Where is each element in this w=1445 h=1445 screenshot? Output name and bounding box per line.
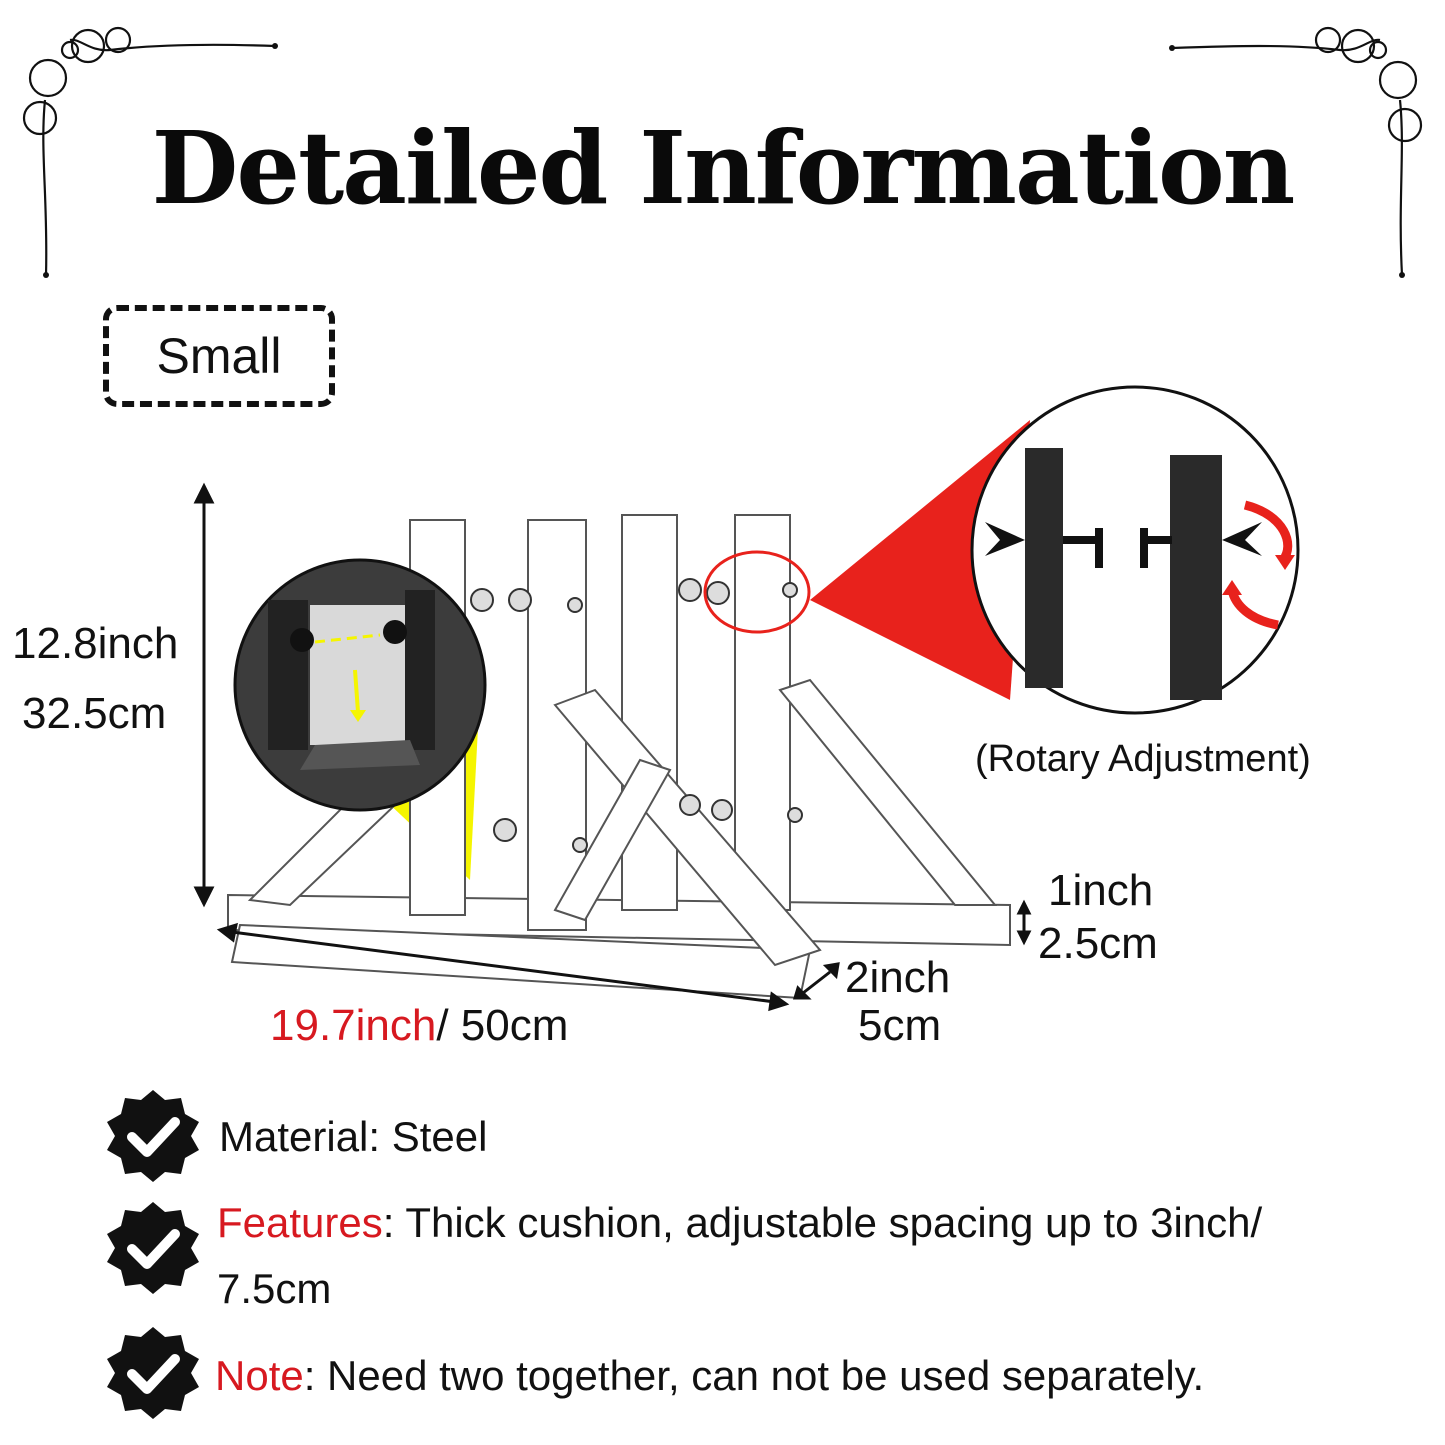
- list-item: Features: Thick cushion, adjustable spac…: [105, 1199, 1277, 1322]
- corner-ornament-left-icon: [22, 26, 278, 278]
- page-title: Detailed Information: [151, 109, 1296, 227]
- thickness-cm-label: 2.5cm: [1038, 919, 1158, 968]
- height-cm-label: 32.5cm: [22, 689, 167, 738]
- length-cm-label: / 50cm: [436, 1001, 569, 1050]
- check-badge-icon: [107, 1202, 199, 1294]
- size-badge: Small: [103, 305, 335, 407]
- list-item: Material: Steel: [105, 1088, 487, 1184]
- length-label: 19.7inch/ 50cm: [270, 1000, 568, 1053]
- feature-text: Features: Thick cushion, adjustable spac…: [217, 1190, 1277, 1322]
- depth-cm-label: 5cm: [858, 1001, 942, 1050]
- feature-text: Note: Need two together, can not be used…: [215, 1343, 1204, 1409]
- thickness-inch-label: 1inch: [1048, 866, 1154, 915]
- rotary-caption: (Rotary Adjustment): [975, 738, 1311, 780]
- corner-ornament-right-icon: [1169, 26, 1423, 278]
- feature-text: Material: Steel: [219, 1113, 488, 1160]
- check-badge-icon: [107, 1327, 199, 1419]
- length-inch-label: 19.7inch: [270, 1001, 437, 1050]
- feature-key: Note: [215, 1352, 304, 1399]
- height-inch-label: 12.8inch: [12, 619, 179, 668]
- depth-inch-label: 2inch: [845, 953, 951, 1002]
- product-illustration: [193, 385, 1300, 1012]
- feature-value: : Need two together, can not be used sep…: [303, 1352, 1205, 1399]
- list-item: Note: Need two together, can not be used…: [105, 1325, 1204, 1421]
- feature-key: Features: [217, 1199, 383, 1246]
- check-badge-icon: [107, 1090, 199, 1182]
- feature-value: : Thick cushion, adjustable spacing up t…: [217, 1199, 1263, 1312]
